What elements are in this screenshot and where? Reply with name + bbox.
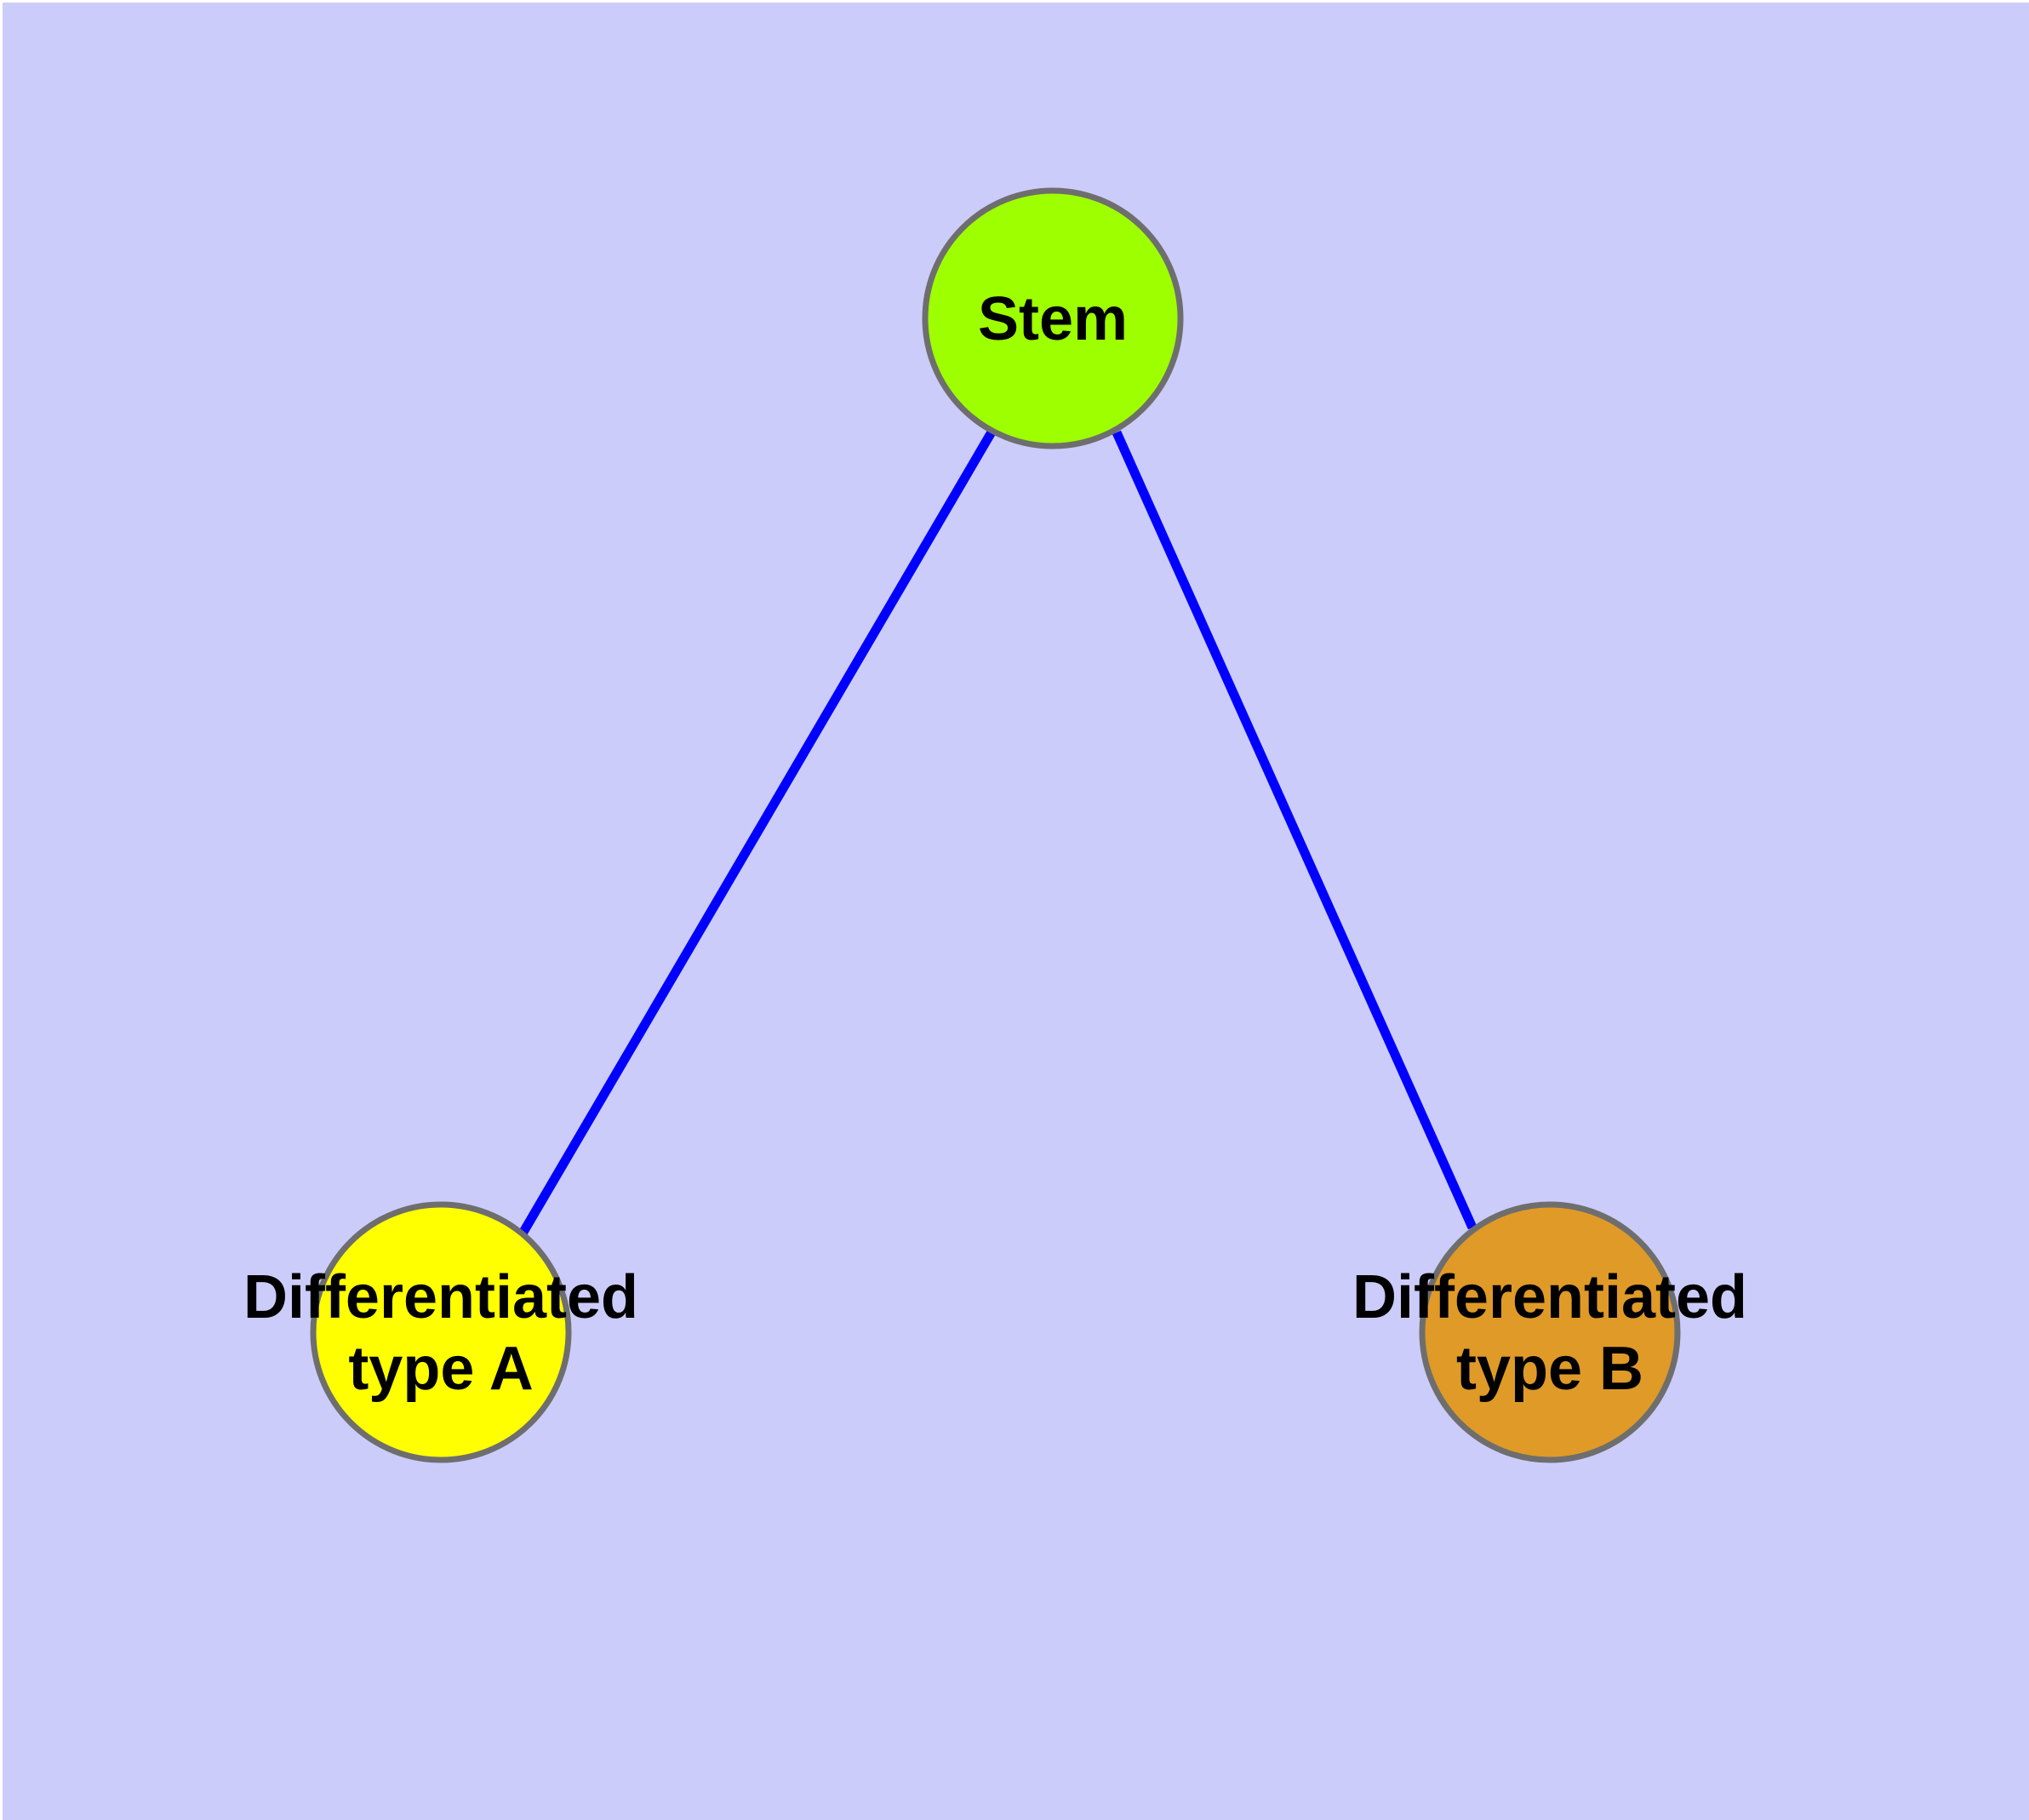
graph-node-label-stem: Stem xyxy=(978,285,1128,353)
graph-node-diff-a[interactable] xyxy=(310,1201,572,1463)
graph-edge-stem-to-diff-b[interactable] xyxy=(1112,430,1477,1230)
label-line: type A xyxy=(348,1335,533,1403)
graph-edge-stem-to-diff-a[interactable] xyxy=(518,428,997,1236)
label-line: Stem xyxy=(978,285,1128,353)
edges-layer xyxy=(518,428,1477,1236)
label-line: Differentiated xyxy=(243,1263,638,1331)
nodes-layer xyxy=(310,187,1681,1463)
graph-node-diff-b[interactable] xyxy=(1419,1201,1681,1463)
graph-node-stem[interactable] xyxy=(922,187,1184,449)
label-line: type B xyxy=(1456,1335,1643,1403)
label-line: Differentiated xyxy=(1352,1263,1747,1331)
